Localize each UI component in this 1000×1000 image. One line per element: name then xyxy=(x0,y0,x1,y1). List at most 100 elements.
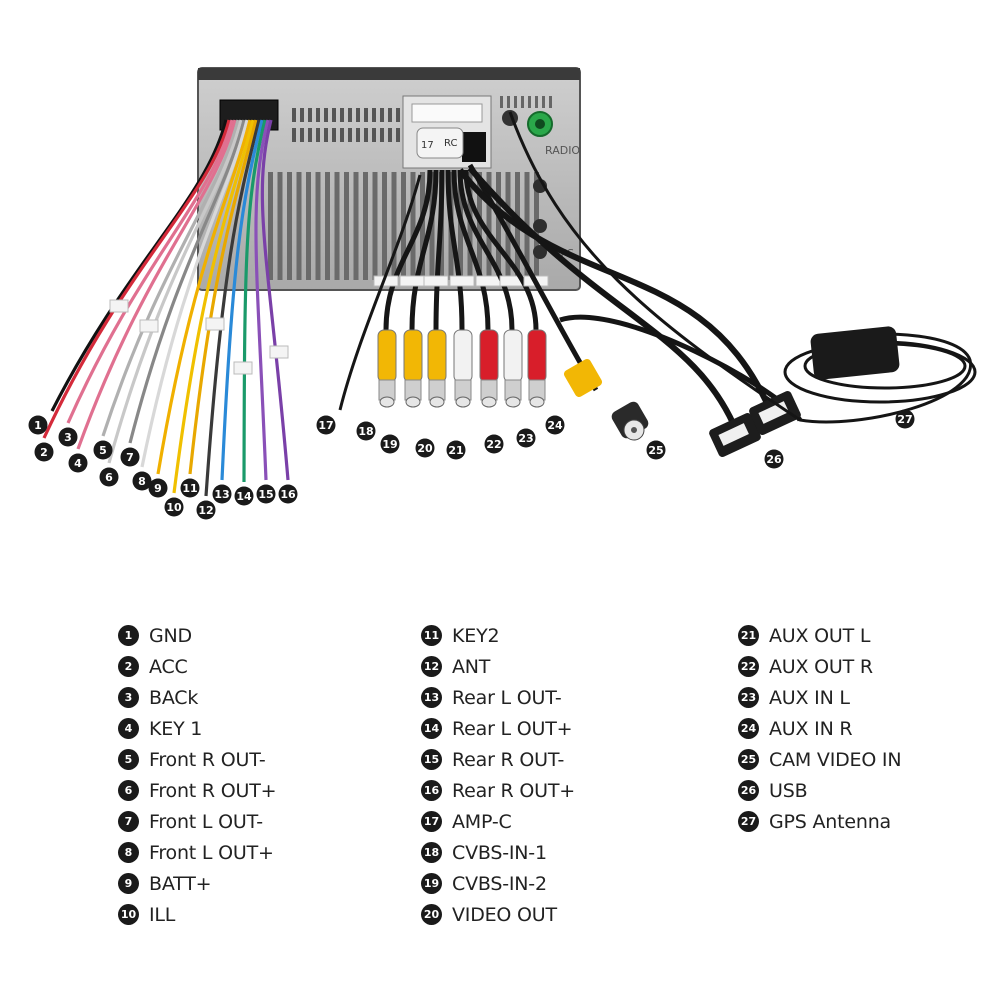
callout-badge-7: 7 xyxy=(120,447,140,467)
legend-badge: 20 xyxy=(421,904,442,925)
callout-badge-3: 3 xyxy=(58,427,78,447)
callout-badge-10: 10 xyxy=(164,497,184,517)
svg-text:27: 27 xyxy=(897,413,912,426)
legend-label: AUX OUT R xyxy=(769,655,873,678)
legend-badge: 22 xyxy=(738,656,759,677)
legend-label: Rear R OUT- xyxy=(452,748,565,771)
callout-badge-9: 9 xyxy=(148,478,168,498)
legend-item-4: 4 KEY 1 xyxy=(118,713,276,744)
legend-badge: 13 xyxy=(421,687,442,708)
legend-item-22: 22 AUX OUT R xyxy=(738,651,901,682)
legend-label: Front L OUT+ xyxy=(149,841,274,864)
svg-text:24: 24 xyxy=(547,419,563,432)
legend-label: KEY2 xyxy=(452,624,500,647)
usb-cables xyxy=(457,166,803,457)
legend-badge: 12 xyxy=(421,656,442,677)
svg-text:19: 19 xyxy=(382,438,397,451)
callout-badge-8: 8 xyxy=(132,471,152,491)
svg-text:16: 16 xyxy=(280,488,296,501)
legend-badge: 3 xyxy=(118,687,139,708)
callout-badge-25: 25 xyxy=(646,440,666,460)
legend-badge: 10 xyxy=(118,904,139,925)
gps-antenna xyxy=(508,111,977,424)
svg-text:11: 11 xyxy=(182,482,197,495)
legend-label: BACk xyxy=(149,686,199,709)
legend-badge: 19 xyxy=(421,873,442,894)
svg-text:20: 20 xyxy=(417,442,433,455)
callout-badge-21: 21 xyxy=(446,440,466,460)
legend-badge: 23 xyxy=(738,687,759,708)
legend-item-27: 27 GPS Antenna xyxy=(738,806,901,837)
legend-badge: 7 xyxy=(118,811,139,832)
legend-label: Rear R OUT+ xyxy=(452,779,575,802)
camera-cable xyxy=(467,163,649,441)
legend-label: AUX IN L xyxy=(769,686,850,709)
callout-badge-15: 15 xyxy=(256,484,276,504)
legend-label: Rear L OUT- xyxy=(452,686,562,709)
legend-label: BATT+ xyxy=(149,872,212,895)
legend-badge: 24 xyxy=(738,718,759,739)
svg-text:13: 13 xyxy=(214,488,229,501)
legend-badge: 15 xyxy=(421,749,442,770)
legend-badge: 6 xyxy=(118,780,139,801)
legend-badge: 1 xyxy=(118,625,139,646)
legend-badge: 9 xyxy=(118,873,139,894)
legend-label: CVBS-IN-1 xyxy=(452,841,547,864)
callout-badge-19: 19 xyxy=(380,434,400,454)
legend-label: ACC xyxy=(149,655,188,678)
legend-label: GPS Antenna xyxy=(769,810,891,833)
legend-label: Front L OUT- xyxy=(149,810,263,833)
svg-text:22: 22 xyxy=(486,438,501,451)
legend-badge: 4 xyxy=(118,718,139,739)
legend-badge: 5 xyxy=(118,749,139,770)
callout-badge-1: 1 xyxy=(28,415,48,435)
svg-text:4: 4 xyxy=(74,457,82,470)
callout-badge-2: 2 xyxy=(34,442,54,462)
legend-item-7: 7 Front L OUT- xyxy=(118,806,276,837)
callout-badge-18: 18 xyxy=(356,421,376,441)
callout-badge-24: 24 xyxy=(545,415,565,435)
legend-label: VIDEO OUT xyxy=(452,903,557,926)
callout-badge-23: 23 xyxy=(516,428,536,448)
legend-item-9: 9 BATT+ xyxy=(118,868,276,899)
legend-label: GND xyxy=(149,624,192,647)
callout-badge-14: 14 xyxy=(234,486,254,506)
callout-badge-22: 22 xyxy=(484,434,504,454)
svg-text:6: 6 xyxy=(105,471,113,484)
legend-item-20: 20 VIDEO OUT xyxy=(421,899,575,930)
callout-badge-16: 16 xyxy=(278,484,298,504)
legend-label: USB xyxy=(769,779,808,802)
svg-text:14: 14 xyxy=(236,490,252,503)
svg-text:3: 3 xyxy=(64,431,72,444)
legend-badge: 25 xyxy=(738,749,759,770)
legend-badge: 17 xyxy=(421,811,442,832)
connector-label-17: 17 xyxy=(421,140,434,151)
svg-text:7: 7 xyxy=(126,451,134,464)
legend-badge: 27 xyxy=(738,811,759,832)
svg-text:1: 1 xyxy=(34,419,42,432)
callout-badge-20: 20 xyxy=(415,438,435,458)
legend-item-13: 13 Rear L OUT- xyxy=(421,682,575,713)
svg-text:25: 25 xyxy=(648,444,663,457)
callout-badge-17: 17 xyxy=(316,415,336,435)
callout-badge-4: 4 xyxy=(68,453,88,473)
legend-label: ILL xyxy=(149,903,176,926)
legend-label: KEY 1 xyxy=(149,717,203,740)
legend-item-23: 23 AUX IN L xyxy=(738,682,901,713)
svg-text:18: 18 xyxy=(358,425,373,438)
callout-badge-13: 13 xyxy=(212,484,232,504)
gps-antenna-puck xyxy=(810,326,900,380)
svg-text:17: 17 xyxy=(318,419,333,432)
